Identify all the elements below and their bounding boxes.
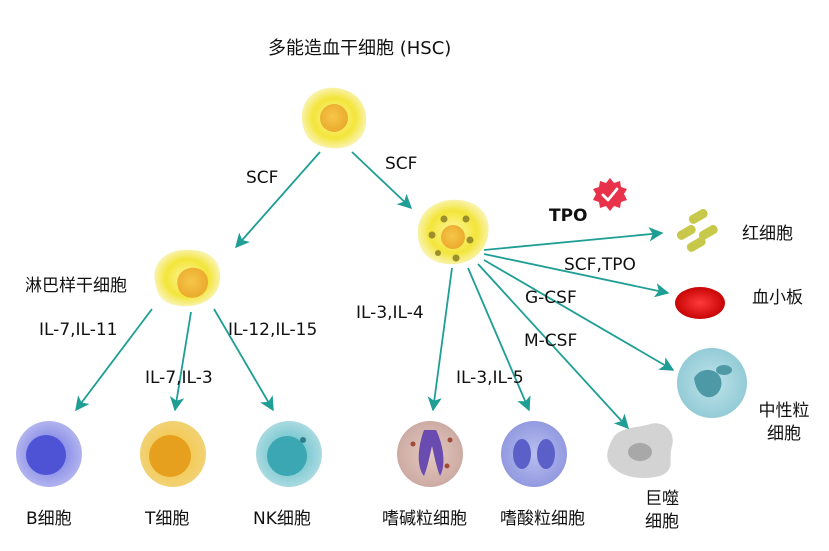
lymphoid-stem-cell: [154, 249, 221, 307]
verified-badge-icon: [593, 178, 627, 211]
arrow-lymphoid-to-t: [169, 311, 192, 412]
hsc-title: 多能造血干细胞 (HSC): [268, 38, 452, 59]
b-cell: [16, 421, 82, 487]
label-neutrophil: 中性粒细胞: [758, 401, 810, 444]
factor-tpo: TPO: [549, 206, 588, 226]
arrow-myeloid-to-platelet: [483, 253, 670, 298]
factor-g-csf: G-CSF: [525, 288, 577, 308]
factor-il3-il5: IL-3,IL-5: [456, 368, 524, 388]
label-nk-cell: NK细胞: [253, 509, 311, 529]
arrow-hsc-to-lymphoid: [235, 151, 321, 249]
nk-cell: [256, 421, 322, 487]
label-eosinophil: 嗜酸粒细胞: [500, 509, 585, 529]
arrow-myeloid-to-basophil: [427, 267, 453, 412]
macrophage-cell: [607, 423, 673, 478]
platelet-cell: [675, 287, 725, 319]
arrow-myeloid-to-erythrocyte: [483, 227, 664, 251]
arrow-lymphoid-to-nk: [213, 308, 274, 412]
label-macrophage: 巨噬细胞: [645, 489, 679, 532]
arrow-myeloid-to-macrophage: [477, 263, 629, 430]
label-basophil: 嗜碱粒细胞: [382, 509, 467, 529]
hsc-cell: [301, 87, 367, 149]
label-t-cell: T细胞: [145, 509, 190, 529]
factor-m-csf: M-CSF: [524, 331, 578, 351]
eosinophil-cell: [501, 421, 567, 487]
arrow-myeloid-to-neutrophil: [483, 259, 675, 371]
factor-scf-tpo: SCF,TPO: [564, 255, 636, 275]
label-platelet: 血小板: [752, 288, 803, 308]
arrow-myeloid-to-eosinophil: [467, 267, 531, 412]
neutrophil-cell: [677, 348, 747, 418]
factor-scf-left: SCF: [246, 168, 279, 188]
label-erythrocyte: 红细胞: [742, 224, 793, 244]
myeloid-progenitor-cell: [417, 199, 489, 265]
arrow-lymphoid-to-b: [75, 308, 153, 412]
erythrocyte-cells: [676, 209, 718, 252]
arrows: [75, 151, 675, 430]
factor-scf-right: SCF: [385, 154, 418, 174]
label-lymphoid-stem: 淋巴样干细胞: [25, 276, 127, 296]
t-cell: [140, 421, 206, 487]
arrow-hsc-to-myeloid: [351, 151, 413, 209]
label-b-cell: B细胞: [26, 509, 72, 529]
factor-il12-il15: IL-12,IL-15: [228, 320, 318, 340]
factor-il3-il4: IL-3,IL-4: [356, 303, 424, 323]
basophil-cell: [397, 421, 463, 487]
factor-il7-il3: IL-7,IL-3: [145, 368, 213, 388]
factor-il7-il11: IL-7,IL-11: [39, 320, 118, 340]
